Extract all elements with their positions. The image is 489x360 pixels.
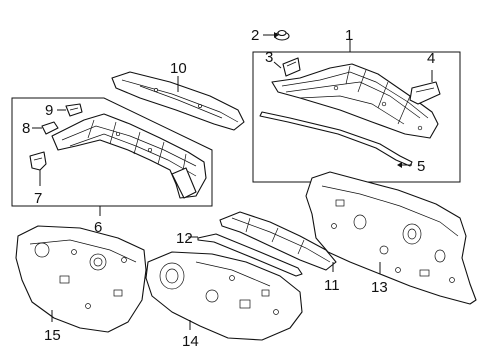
callout-14: 14 bbox=[182, 333, 199, 350]
clip-part-9 bbox=[65, 103, 83, 117]
dash-insulator-part-13 bbox=[305, 171, 477, 305]
seal-strip-part-5 bbox=[259, 111, 413, 167]
dash-insulator-part-15 bbox=[15, 225, 147, 333]
callout-2: 2 bbox=[251, 27, 259, 44]
seal-part-12 bbox=[197, 233, 303, 277]
cowl-top-part-1 bbox=[271, 63, 439, 139]
assembly-box-6 bbox=[11, 97, 213, 207]
callout-4: 4 bbox=[427, 50, 435, 67]
callout-13: 13 bbox=[371, 279, 388, 296]
cowl-frame-part-6 bbox=[51, 113, 207, 199]
bracket-part-4 bbox=[409, 81, 441, 105]
leader-3 bbox=[273, 61, 282, 69]
callout-8: 8 bbox=[22, 120, 30, 137]
cowl-lower-part-11 bbox=[219, 211, 337, 271]
callout-10: 10 bbox=[170, 60, 187, 77]
bracket-part-3 bbox=[282, 57, 301, 77]
bracket-part-7 bbox=[29, 151, 47, 171]
callout-1: 1 bbox=[345, 27, 353, 44]
callout-15: 15 bbox=[44, 327, 61, 344]
cowl-panel-part-10 bbox=[111, 71, 245, 131]
clip-part-8 bbox=[41, 121, 59, 135]
arrow-5 bbox=[397, 162, 402, 168]
callout-9: 9 bbox=[45, 102, 53, 119]
callout-11: 11 bbox=[324, 277, 340, 294]
dash-insulator-part-14 bbox=[145, 251, 303, 341]
callout-3: 3 bbox=[265, 49, 273, 66]
callout-7: 7 bbox=[34, 190, 42, 207]
arrow-2 bbox=[274, 32, 279, 38]
callout-6: 6 bbox=[94, 219, 102, 236]
assembly-box-1 bbox=[252, 51, 461, 183]
callout-12: 12 bbox=[176, 230, 193, 247]
grommet-part-2 bbox=[274, 29, 290, 41]
callout-5: 5 bbox=[417, 158, 425, 175]
